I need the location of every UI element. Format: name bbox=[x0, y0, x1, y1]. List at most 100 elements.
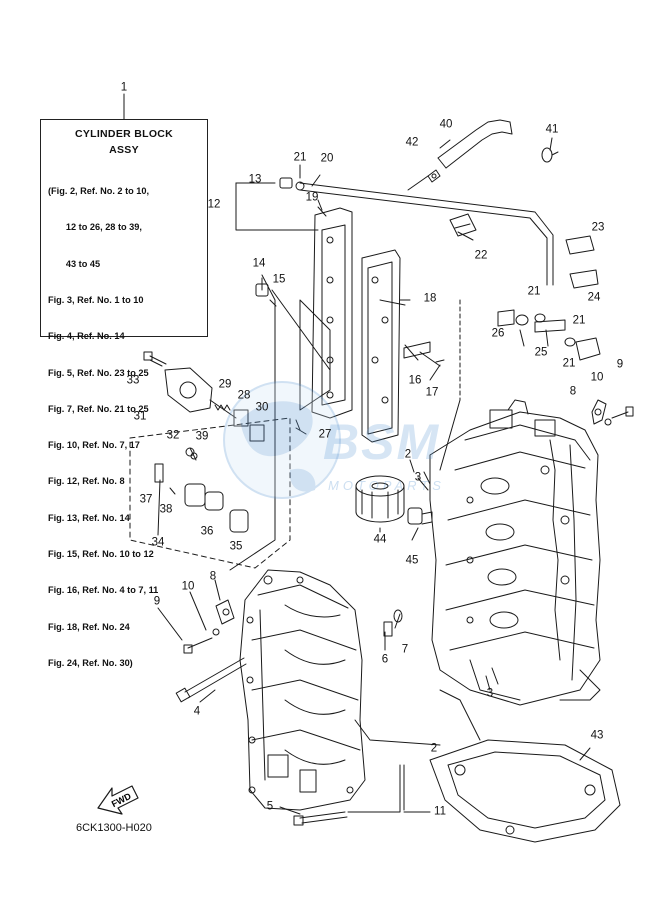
leader-line bbox=[279, 806, 301, 815]
leader-line bbox=[409, 459, 415, 473]
legend-line: Fig. 13, Ref. No. 14 bbox=[48, 512, 130, 523]
callout-17: 17 bbox=[425, 386, 439, 399]
legend-line: Fig. 4, Ref. No. 14 bbox=[48, 331, 125, 342]
legend-line: Fig. 12, Ref. No. 8 bbox=[48, 476, 125, 487]
callout-3: 3 bbox=[486, 687, 494, 700]
callout-4: 4 bbox=[193, 705, 201, 718]
callout-8: 8 bbox=[209, 570, 217, 583]
callout-34: 34 bbox=[151, 536, 165, 549]
legend-subtitle: ASSY bbox=[109, 144, 139, 156]
legend-line: (Fig. 2, Ref. No. 2 to 10, bbox=[48, 186, 150, 197]
callout-13: 13 bbox=[248, 173, 262, 186]
bolts bbox=[143, 206, 634, 826]
callout-12: 12 bbox=[207, 198, 221, 211]
callout-41: 41 bbox=[545, 123, 559, 136]
holder bbox=[449, 213, 477, 237]
hose bbox=[437, 119, 513, 169]
callout-20: 20 bbox=[320, 152, 334, 165]
leader-line bbox=[407, 175, 429, 191]
callout-30: 30 bbox=[255, 401, 269, 414]
leader-line bbox=[157, 607, 183, 641]
callout-9: 9 bbox=[616, 358, 624, 371]
callout-19: 19 bbox=[305, 191, 319, 204]
callout-44: 44 bbox=[373, 533, 387, 546]
callout-11: 11 bbox=[434, 805, 446, 818]
callout-28: 28 bbox=[237, 389, 251, 402]
callout-45: 45 bbox=[405, 554, 419, 567]
leader-line bbox=[439, 139, 451, 149]
watermark-text: BSM bbox=[323, 414, 441, 470]
callout-10: 10 bbox=[590, 371, 604, 384]
callout-21: 21 bbox=[562, 357, 576, 370]
legend-line: Fig. 5, Ref. No. 23 to 25 bbox=[48, 367, 149, 378]
leader-line bbox=[189, 591, 207, 631]
callout-7: 7 bbox=[401, 643, 409, 656]
leader-line bbox=[295, 419, 301, 431]
callout-21: 21 bbox=[293, 151, 307, 164]
leader-line bbox=[429, 364, 441, 381]
callout-8: 8 bbox=[569, 385, 577, 398]
tee-fitting bbox=[497, 309, 601, 361]
leader-line bbox=[214, 579, 221, 601]
leader-line bbox=[379, 299, 406, 306]
legend-title: CYLINDER BLOCK bbox=[74, 128, 174, 140]
cylinder-block bbox=[429, 399, 601, 706]
callout-22: 22 bbox=[474, 249, 488, 262]
crankcase bbox=[239, 569, 366, 811]
callout-6: 6 bbox=[381, 653, 389, 666]
legend-box: CYLINDER BLOCK ASSY (Fig. 2, Ref. No. 2 … bbox=[40, 119, 208, 668]
callout-37: 37 bbox=[139, 493, 153, 506]
leader-line bbox=[439, 399, 461, 471]
callout-14: 14 bbox=[252, 257, 266, 270]
diagram-code: 6CK1300-H020 bbox=[76, 822, 152, 834]
callout-18: 18 bbox=[423, 292, 437, 305]
callout-25: 25 bbox=[534, 346, 548, 359]
callout-2: 2 bbox=[430, 742, 438, 755]
legend-line: 12 to 26, 28 to 39, bbox=[48, 222, 142, 233]
connector bbox=[565, 235, 599, 289]
clip bbox=[541, 147, 559, 163]
callout-3: 3 bbox=[414, 471, 422, 484]
callout-40: 40 bbox=[439, 118, 453, 131]
oil-filter bbox=[355, 475, 405, 523]
callout-32: 32 bbox=[166, 429, 180, 442]
legend-line: Fig. 24, Ref. No. 30) bbox=[48, 657, 133, 668]
callout-21: 21 bbox=[572, 314, 586, 327]
callout-33: 33 bbox=[126, 374, 140, 387]
callout-35: 35 bbox=[229, 540, 243, 553]
callout-36: 36 bbox=[200, 525, 214, 538]
callout-38: 38 bbox=[159, 503, 173, 516]
legend-line: Fig. 3, Ref. No. 1 to 10 bbox=[48, 295, 144, 306]
leader-line bbox=[311, 174, 321, 187]
callout-27: 27 bbox=[318, 428, 332, 441]
callout-29: 29 bbox=[218, 378, 232, 391]
leader-line bbox=[394, 613, 401, 629]
legend-line: Fig. 10, Ref. No. 7, 17 bbox=[48, 440, 140, 451]
callout-10: 10 bbox=[181, 580, 195, 593]
group-box bbox=[129, 417, 291, 569]
callout-2: 2 bbox=[404, 448, 412, 461]
exhaust-gasket bbox=[361, 249, 401, 443]
callout-21: 21 bbox=[527, 285, 541, 298]
fitting bbox=[427, 169, 441, 183]
leader-line bbox=[199, 689, 216, 703]
callout-1: 1 bbox=[120, 81, 128, 94]
callout-24: 24 bbox=[587, 291, 601, 304]
callout-39: 39 bbox=[195, 430, 209, 443]
legend-line: Fig. 7, Ref. No. 21 to 25 bbox=[48, 403, 149, 414]
legend-line: Fig. 16, Ref. No. 4 to 7, 11 bbox=[48, 585, 159, 596]
leader-line bbox=[549, 137, 553, 151]
leader-line bbox=[317, 199, 323, 211]
callout-43: 43 bbox=[590, 729, 604, 742]
callout-31: 31 bbox=[133, 410, 147, 423]
legend-line: Fig. 18, Ref. No. 24 bbox=[48, 621, 130, 632]
callout-16: 16 bbox=[408, 374, 422, 387]
legend-line: Fig. 15, Ref. No. 10 to 12 bbox=[48, 549, 154, 559]
leader-line bbox=[235, 182, 319, 231]
leader-line bbox=[411, 527, 419, 541]
union-bolt bbox=[407, 507, 433, 525]
callout-9: 9 bbox=[153, 595, 161, 608]
legend-line: 43 to 45 bbox=[48, 258, 101, 269]
leader-line bbox=[579, 747, 591, 761]
